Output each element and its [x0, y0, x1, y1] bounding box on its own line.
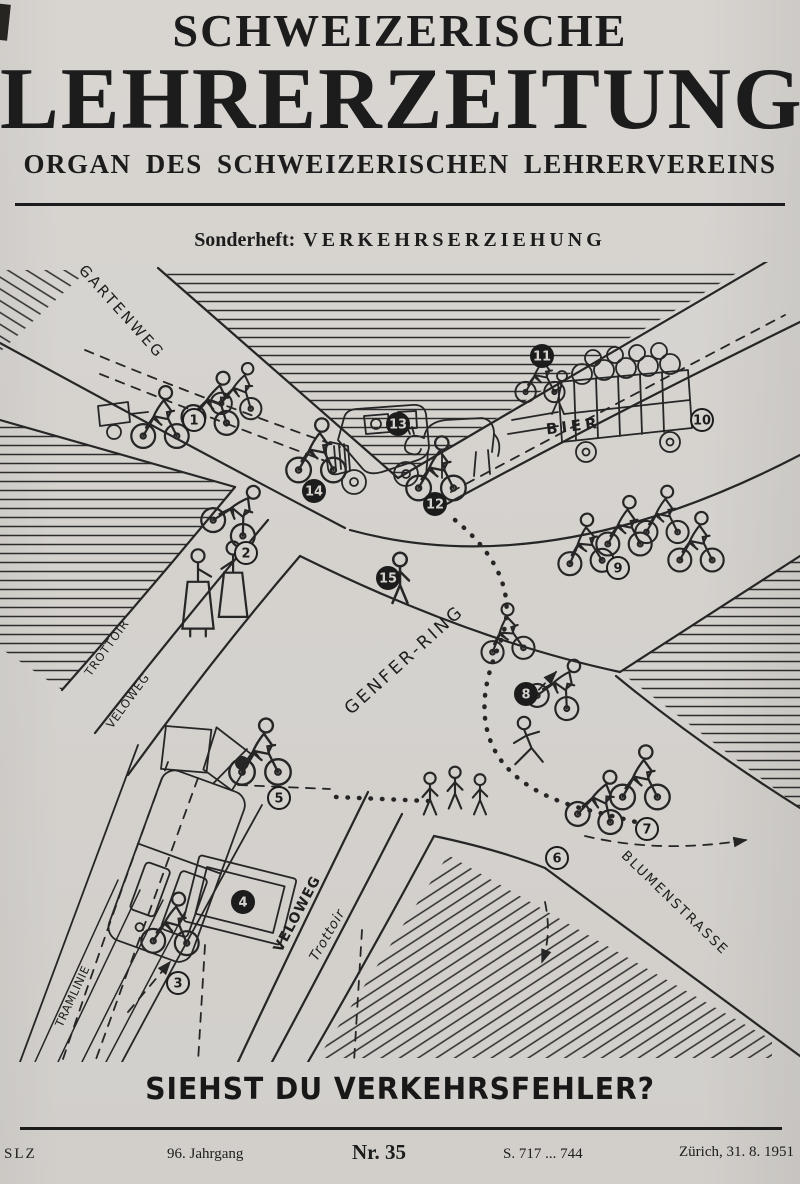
divider-bottom — [20, 1127, 782, 1130]
error-marker-2: 2 — [234, 541, 258, 565]
footer-place-date: Zürich, 31. 8. 1951 — [679, 1144, 794, 1160]
error-marker-12: 12 — [423, 492, 447, 516]
masthead-kicker: SCHWEIZERISCHE — [172, 5, 628, 56]
error-marker-9: 9 — [606, 556, 630, 580]
svg-text:7: 7 — [642, 823, 651, 838]
error-marker-8: 8 — [514, 682, 538, 706]
street-label-gartenweg: GARTENWEG — [75, 262, 168, 362]
error-marker-11: 11 — [530, 344, 554, 368]
hatched-blocks — [0, 268, 800, 1058]
error-marker-5: 5 — [267, 786, 291, 810]
footer-issue-number: Nr. 35 — [352, 1140, 407, 1164]
svg-text:14: 14 — [305, 485, 323, 500]
error-marker-15: 15 — [376, 566, 400, 590]
caption: SIEHST DU VERKEHRSFEHLER? — [0, 1072, 800, 1107]
trailer-cart-illustration — [182, 854, 298, 946]
masthead-subtitle: ORGAN DES SCHWEIZERISCHEN LEHRERVEREINS — [23, 149, 777, 179]
bicycle-trailer-illustration — [97, 401, 149, 440]
error-marker-13: 13 — [386, 412, 410, 436]
svg-text:15: 15 — [379, 572, 397, 587]
error-marker-10: 10 — [690, 408, 714, 432]
issue-theme-title: VERKEHRSERZIEHUNG — [303, 229, 606, 251]
svg-text:9: 9 — [613, 562, 622, 577]
svg-text:8: 8 — [521, 688, 530, 703]
issue-theme-prefix: Sonderheft: — [194, 229, 296, 251]
road-linework — [0, 240, 800, 1064]
street-label-bier: BIER — [545, 414, 602, 439]
svg-text:10: 10 — [693, 414, 711, 429]
error-marker-1: 1 — [182, 408, 206, 432]
street-label-tramlinie: TRAMLINIE — [52, 963, 93, 1030]
running-child-illustration — [512, 715, 544, 766]
svg-text:1: 1 — [189, 414, 198, 429]
two-women-illustration — [181, 540, 249, 638]
svg-text:5: 5 — [274, 792, 283, 807]
beer-wagon-illustration — [403, 342, 693, 479]
street-label-genfer-ring: GENFER-RING — [341, 601, 469, 719]
svg-text:6: 6 — [552, 852, 561, 867]
svg-text:4: 4 — [238, 896, 247, 911]
footer-volume: 96. Jahrgang — [167, 1146, 244, 1162]
svg-text:12: 12 — [426, 498, 444, 513]
horse-illustration — [403, 417, 501, 479]
divider-top — [15, 203, 785, 206]
svg-text:11: 11 — [533, 350, 551, 365]
footer: SLZ 96. Jahrgang Nr. 35 S. 717 ... 744 Z… — [0, 1140, 800, 1180]
svg-text:2: 2 — [241, 547, 250, 562]
footer-abbreviation: SLZ — [4, 1146, 37, 1162]
caption-text: SIEHST DU VERKEHRSFEHLER? — [145, 1072, 655, 1107]
street-label-blumenstrasse: BLUMENSTRASSE — [618, 848, 732, 959]
svg-text:3: 3 — [173, 977, 182, 992]
issue-theme-line: Sonderheft: VERKEHRSERZIEHUNG — [0, 229, 800, 252]
error-marker-3: 3 — [166, 971, 190, 995]
masthead-title: LEHRERZEITUNG — [0, 51, 800, 148]
error-marker-6: 6 — [545, 846, 569, 870]
svg-text:13: 13 — [389, 418, 407, 433]
pedestrians — [181, 540, 544, 816]
error-marker-4: 4 — [231, 890, 255, 914]
error-marker-7: 7 — [635, 817, 659, 841]
street-label-veloweg: VELOWEG — [103, 670, 152, 731]
footer-page-range: S. 717 ... 744 — [503, 1146, 583, 1162]
dotted-trails — [333, 517, 639, 825]
error-marker-14: 14 — [302, 479, 326, 503]
